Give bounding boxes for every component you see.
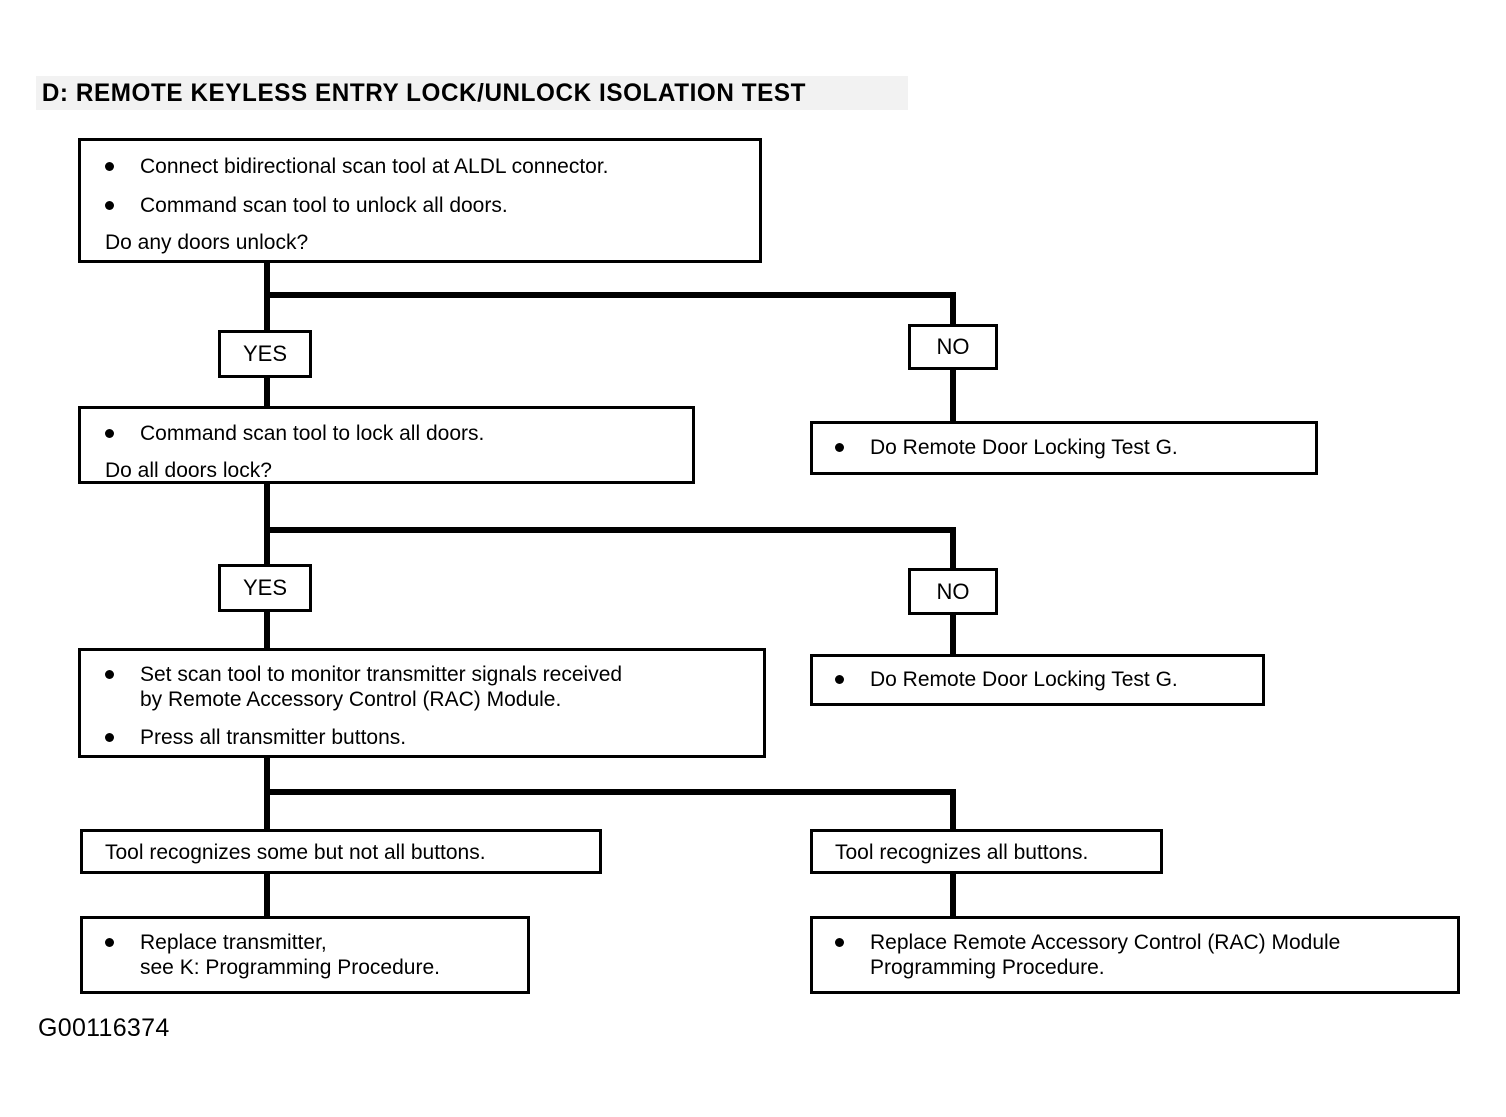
connector-partial-to-action [264,872,270,918]
outcome-partial-box: Tool recognizes some but not all buttons… [80,829,602,874]
connector-outcome-horizontal [264,789,956,795]
branch-1-yes-label: YES [242,341,288,366]
action-all-box: Replace Remote Accessory Control (RAC) M… [810,916,1460,994]
result-1-no-box: Do Remote Door Locking Test G. [810,421,1318,475]
branch-2-no-box: NO [908,568,998,615]
connector-branch1-no-down [950,292,956,328]
action-all-line-2: Programming Procedure. [870,956,1105,979]
step-3-bullet-1: Set scan tool to monitor transmitter sig… [105,662,622,712]
branch-2-no-label: NO [936,578,970,604]
action-partial-line-2: see K: Programming Procedure. [140,956,440,979]
bullet-icon [835,938,844,947]
branch-2-yes-label: YES [242,575,288,600]
connector-branch2-yes-down [264,527,270,567]
branch-2-yes-box: YES [218,564,312,612]
step-3-box: Set scan tool to monitor transmitter sig… [78,648,766,758]
step-1-bullet-1: Connect bidirectional scan tool at ALDL … [105,154,609,179]
step-3-bullet-1-line-1: Set scan tool to monitor transmitter sig… [140,663,623,686]
action-all-line-1: Replace Remote Accessory Control (RAC) M… [870,931,1341,954]
connector-all-to-action [950,872,956,918]
outcome-all-text: Tool recognizes all buttons. [835,841,1089,864]
action-partial-bullet: Replace transmitter, see K: Programming … [105,930,440,980]
result-1-bullet-1: Do Remote Door Locking Test G. [835,435,1178,460]
result-2-bullet-1: Do Remote Door Locking Test G. [835,667,1178,692]
connector-branch2-horizontal [264,527,956,533]
connector-step2-down [264,483,270,531]
outcome-partial-text: Tool recognizes some but not all buttons… [105,841,486,864]
branch-1-no-label: NO [936,334,970,359]
bullet-icon [835,443,844,452]
step-3-bullet-1-line-2: by Remote Accessory Control (RAC) Module… [140,688,562,711]
page-title-banner: D: REMOTE KEYLESS ENTRY LOCK/UNLOCK ISOL… [36,76,908,110]
connector-step3-down [264,757,270,793]
step-1-bullet-2: Command scan tool to unlock all doors. [105,193,508,218]
step-1-question: Do any doors unlock? [105,231,309,254]
branch-1-yes-box: YES [218,330,312,378]
figure-id: G00116374 [38,1014,170,1042]
connector-outcome-all-down [950,789,956,831]
connector-branch2-no-down [950,527,956,571]
connector-branch1-yes-down [264,292,270,332]
step-2-bullet-1: Command scan tool to lock all doors. [105,421,484,446]
result-2-no-box: Do Remote Door Locking Test G. [810,654,1265,706]
bullet-icon [105,938,114,947]
action-partial-box: Replace transmitter, see K: Programming … [80,916,530,994]
connector-branch1-horizontal [264,292,956,298]
step-3-bullet-2: Press all transmitter buttons. [105,725,406,750]
bullet-icon [105,162,114,171]
bullet-icon [105,201,114,210]
page-title: D: REMOTE KEYLESS ENTRY LOCK/UNLOCK ISOL… [41,78,807,107]
bullet-icon [105,429,114,438]
bullet-icon [835,675,844,684]
action-all-bullet: Replace Remote Accessory Control (RAC) M… [835,930,1340,980]
connector-outcome-partial-down [264,789,270,831]
bullet-icon [105,733,114,742]
connector-step1-down [264,261,270,295]
branch-1-no-box: NO [908,324,998,370]
connector-no1-to-result1 [950,325,956,423]
outcome-all-box: Tool recognizes all buttons. [810,829,1163,874]
step-2-question: Do all doors lock? [105,459,272,482]
step-2-box: Command scan tool to lock all doors. Do … [78,406,695,484]
action-partial-line-1: Replace transmitter, [140,931,327,954]
step-1-box: Connect bidirectional scan tool at ALDL … [78,138,762,263]
bullet-icon [105,670,114,679]
